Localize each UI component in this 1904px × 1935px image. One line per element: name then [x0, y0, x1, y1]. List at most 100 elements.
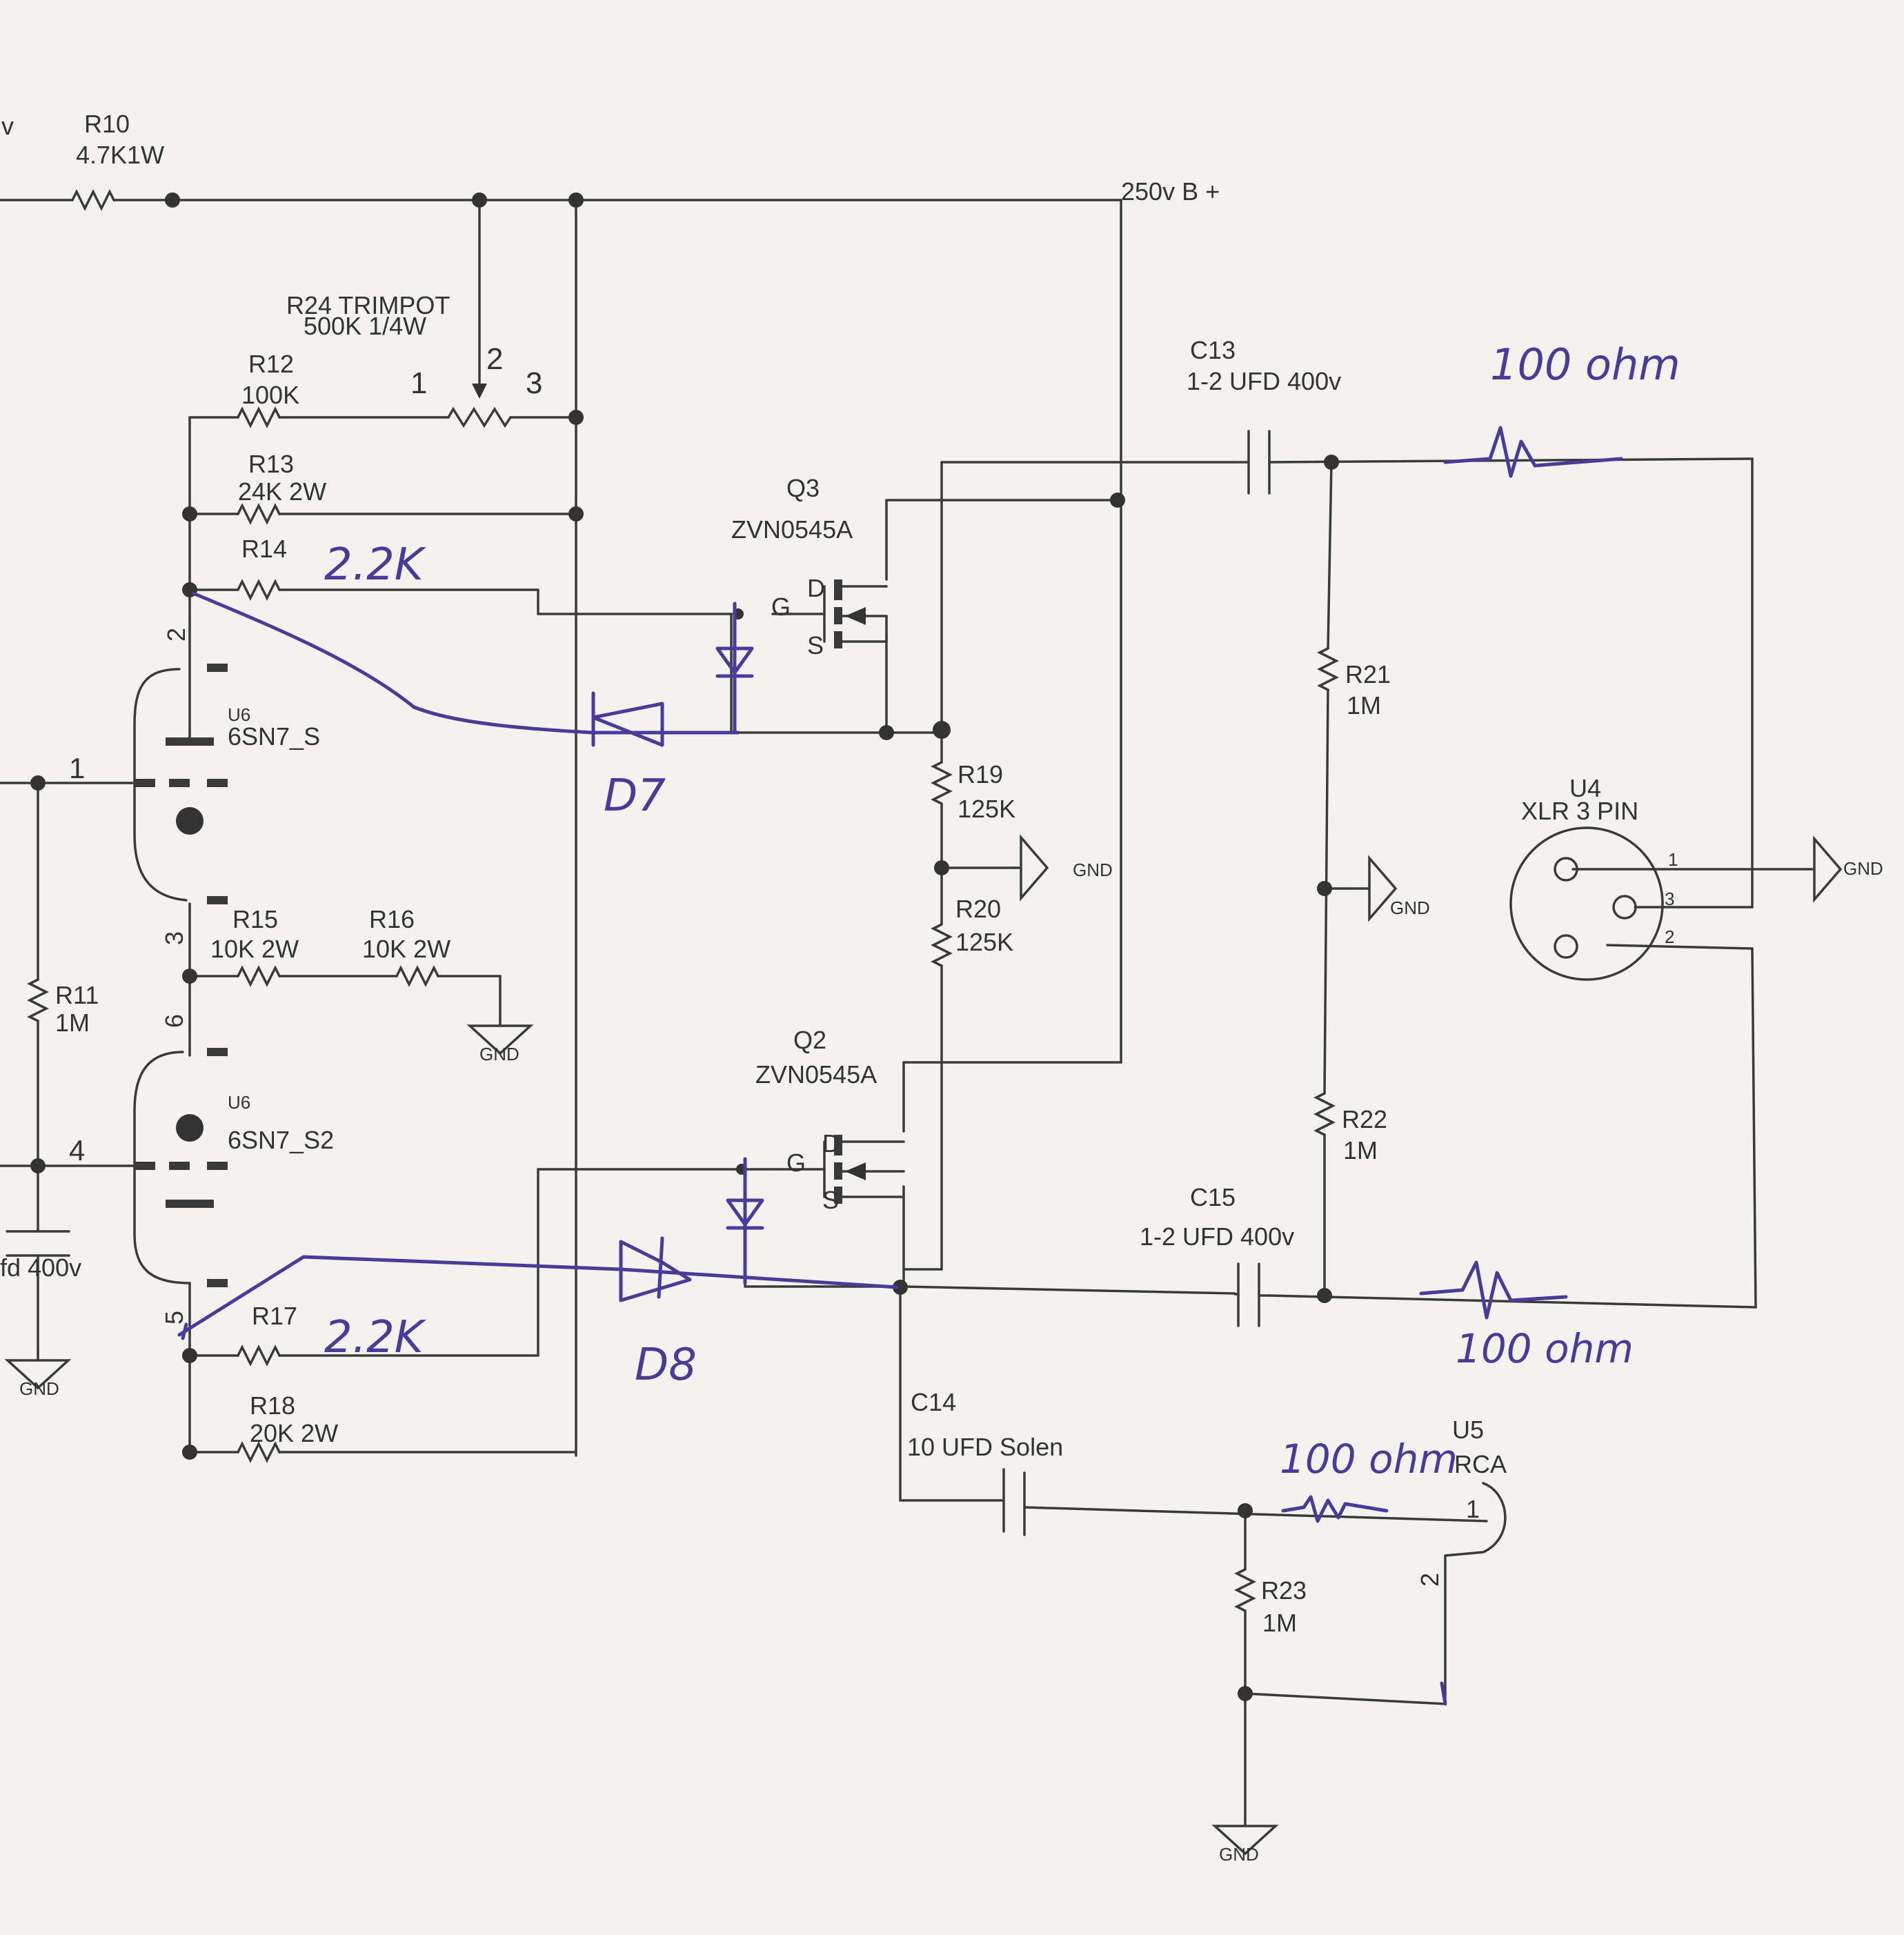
label-r11-ref: R11 — [55, 981, 99, 1009]
label-r24-val: 500K 1/4W — [304, 312, 426, 340]
label-r23-ref: R23 — [1261, 1576, 1307, 1605]
capacitor-c15 — [1233, 1262, 1271, 1327]
resistor-r20 — [932, 923, 951, 967]
resistor-r10 — [71, 190, 115, 210]
label-u5-ref: U5 — [1452, 1416, 1484, 1444]
label-c13-val: 1-2 UFD 400v — [1187, 367, 1341, 395]
label-u4-val: XLR 3 PIN — [1521, 797, 1638, 825]
label-c15-val: 1-2 UFD 400v — [1140, 1222, 1294, 1251]
label-r11-val: 1M — [55, 1009, 90, 1037]
label-cap-left-val: fd 400v — [0, 1253, 81, 1282]
label-r20-val: 125K — [955, 928, 1013, 956]
label-tube-pin3: 3 — [160, 931, 188, 945]
label-left-v: v — [1, 112, 14, 140]
label-tube-pin4: 4 — [69, 1134, 85, 1167]
label-gnd-r16: GND — [479, 1044, 519, 1064]
resistor-r12 — [237, 408, 281, 427]
gnd-xlr — [1806, 837, 1842, 901]
label-u5-pin2: 2 — [1416, 1573, 1444, 1587]
label-r14-ref: R14 — [241, 535, 287, 563]
capacitor-c14 — [1002, 1468, 1026, 1536]
label-r24-p3: 3 — [526, 366, 542, 400]
label-q3-g: G — [771, 593, 791, 621]
rca-connector-u5 — [1444, 1482, 1507, 1557]
label-r15-ref: R15 — [232, 905, 278, 933]
resistor-r19 — [932, 761, 951, 805]
tube-u6 — [133, 664, 228, 904]
label-tube-pin2: 2 — [162, 628, 190, 642]
label-r12-val: 100K — [241, 381, 299, 409]
gnd-r19 — [1013, 836, 1049, 900]
label-r12-ref: R12 — [248, 350, 294, 378]
label-r10-val: 4.7K1W — [76, 141, 164, 169]
wires — [0, 199, 1809, 1819]
label-d7-ink: D7 — [604, 771, 666, 822]
label-r15-val: 10K 2W — [210, 935, 299, 963]
resistor-r21 — [1318, 647, 1338, 691]
label-u6b-val: 6SN7_S2 — [228, 1126, 334, 1154]
label-r18-val: 20K 2W — [250, 1419, 338, 1447]
resistor-r22 — [1315, 1092, 1334, 1136]
label-r10-ref: R10 — [84, 110, 130, 138]
label-r24-p2: 2 — [486, 342, 503, 376]
label-c14-ref: C14 — [911, 1388, 956, 1416]
label-q2-ref: Q2 — [793, 1026, 826, 1054]
label-r23-val: 1M — [1262, 1609, 1297, 1637]
label-r14-ink: 2.2K — [324, 539, 427, 591]
label-c13-ref: C13 — [1190, 336, 1236, 364]
trimpot-r24 — [447, 406, 512, 428]
xlr-connector-u4 — [1509, 826, 1664, 981]
label-xlr-pin2: 2 — [1665, 926, 1674, 947]
label-r24-ref: R24 TRIMPOT — [286, 291, 450, 319]
capacitor-left — [6, 1230, 70, 1257]
capacitor-c13 — [1233, 430, 1271, 495]
mosfet-q3 — [823, 579, 888, 648]
label-r16-ref: R16 — [369, 905, 415, 933]
label-q2-d: D — [822, 1129, 840, 1158]
label-u4-ref: U4 — [1569, 774, 1601, 802]
label-c13-ink: 100 ohm — [1490, 339, 1680, 390]
label-q3-s: S — [807, 631, 824, 659]
resistor-r14 — [237, 580, 281, 599]
label-gnd-xlr: GND — [1843, 858, 1883, 879]
label-q3-ref: Q3 — [786, 474, 820, 502]
label-r21-ref: R21 — [1345, 660, 1391, 688]
label-bplus: 250v B + — [1121, 177, 1220, 206]
label-r17-ink: 2.2K — [324, 1312, 427, 1363]
label-tube-pin5: 5 — [160, 1311, 188, 1324]
label-u5-pin1: 1 — [1466, 1495, 1480, 1523]
label-r20-ref: R20 — [955, 895, 1001, 923]
label-u6-ref: U6 — [228, 704, 250, 725]
resistor-r15 — [237, 966, 281, 986]
resistor-r13 — [237, 504, 281, 524]
label-r19-val: 125K — [958, 795, 1015, 823]
labels: v R10 4.7K1W 250v B + R24 TRIMPOT 500K 1… — [0, 110, 1883, 1865]
label-r24-p1: 1 — [410, 366, 427, 400]
label-xlr-pin3: 3 — [1665, 889, 1674, 909]
label-r16-val: 10K 2W — [362, 935, 450, 963]
label-c14-val: 10 UFD Solen — [907, 1433, 1063, 1461]
label-q2-val: ZVN0545A — [755, 1060, 877, 1089]
label-c15-ref: C15 — [1190, 1183, 1236, 1211]
label-u6b-ref: U6 — [228, 1092, 250, 1113]
label-r17-ref: R17 — [252, 1302, 297, 1330]
label-r18-ref: R18 — [250, 1391, 295, 1420]
label-tube-pin6: 6 — [160, 1014, 188, 1028]
ink-modifications — [177, 426, 1623, 1706]
resistor-r11 — [28, 978, 48, 1022]
label-u5-val: RCA — [1454, 1450, 1507, 1478]
label-r13-val: 24K 2W — [238, 477, 326, 506]
label-gnd-r19: GND — [1073, 860, 1113, 880]
label-r21-val: 1M — [1347, 691, 1381, 720]
label-q2-s: S — [822, 1186, 839, 1214]
resistor-r16 — [395, 966, 439, 986]
tube-u6b — [133, 1048, 228, 1287]
label-u5-ink: 100 ohm — [1280, 1436, 1458, 1482]
label-q2-g: G — [786, 1149, 806, 1177]
label-r13-ref: R13 — [248, 450, 294, 478]
label-q3-val: ZVN0545A — [731, 515, 853, 544]
label-r22-ref: R22 — [1342, 1105, 1387, 1133]
label-gnd-r21: GND — [1390, 897, 1430, 918]
